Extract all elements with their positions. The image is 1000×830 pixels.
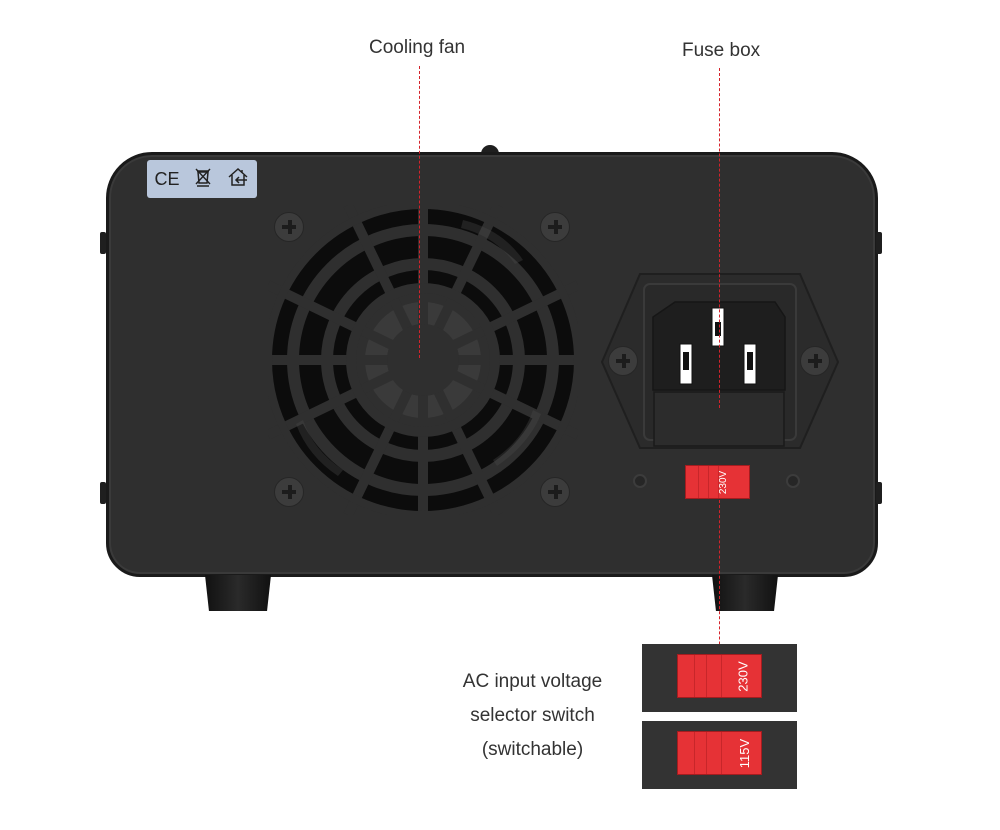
switch-115v-text: 115V bbox=[737, 738, 753, 769]
fuse-box-label: Fuse box bbox=[682, 40, 761, 61]
indoor-use-icon bbox=[227, 167, 249, 192]
mount-hole bbox=[633, 474, 647, 488]
cooling-fan-label: Cooling fan bbox=[369, 37, 466, 58]
screw-icon bbox=[274, 477, 304, 507]
ce-mark: CE bbox=[154, 168, 180, 189]
device-foot-left bbox=[205, 575, 271, 611]
certification-label: CE bbox=[147, 160, 257, 198]
cooling-fan-grille bbox=[264, 201, 582, 519]
mount-hole bbox=[786, 474, 800, 488]
side-tab bbox=[100, 232, 106, 254]
switch-voltage-text: 230V bbox=[718, 470, 730, 495]
switch-230v-text: 230V bbox=[735, 661, 751, 692]
switch-state-115v-panel: 115V bbox=[642, 721, 797, 789]
voltage-switch-label-line2: selector switch bbox=[470, 705, 595, 726]
voltage-selector-switch[interactable]: 230V bbox=[685, 465, 750, 499]
screw-icon bbox=[608, 346, 638, 376]
cooling-fan-callout-line bbox=[419, 66, 420, 358]
top-knob bbox=[481, 145, 499, 154]
device-foot-right bbox=[712, 575, 778, 611]
screw-icon bbox=[800, 346, 830, 376]
side-tab bbox=[876, 232, 882, 254]
fuse-box-callout-line bbox=[719, 68, 720, 408]
fuse-box-inlet bbox=[600, 272, 840, 450]
switch-115v: 115V bbox=[677, 731, 762, 775]
screw-icon bbox=[540, 477, 570, 507]
screw-icon bbox=[540, 212, 570, 242]
switch-230v: 230V bbox=[677, 654, 762, 698]
side-tab bbox=[100, 482, 106, 504]
voltage-switch-callout-line bbox=[719, 500, 720, 690]
switch-state-230v-panel: 230V bbox=[642, 644, 797, 712]
side-tab bbox=[876, 482, 882, 504]
crossed-bin-icon bbox=[194, 167, 212, 192]
screw-icon bbox=[274, 212, 304, 242]
voltage-switch-label-line3: (switchable) bbox=[481, 739, 584, 760]
voltage-switch-label-line1: AC input voltage bbox=[462, 671, 603, 692]
